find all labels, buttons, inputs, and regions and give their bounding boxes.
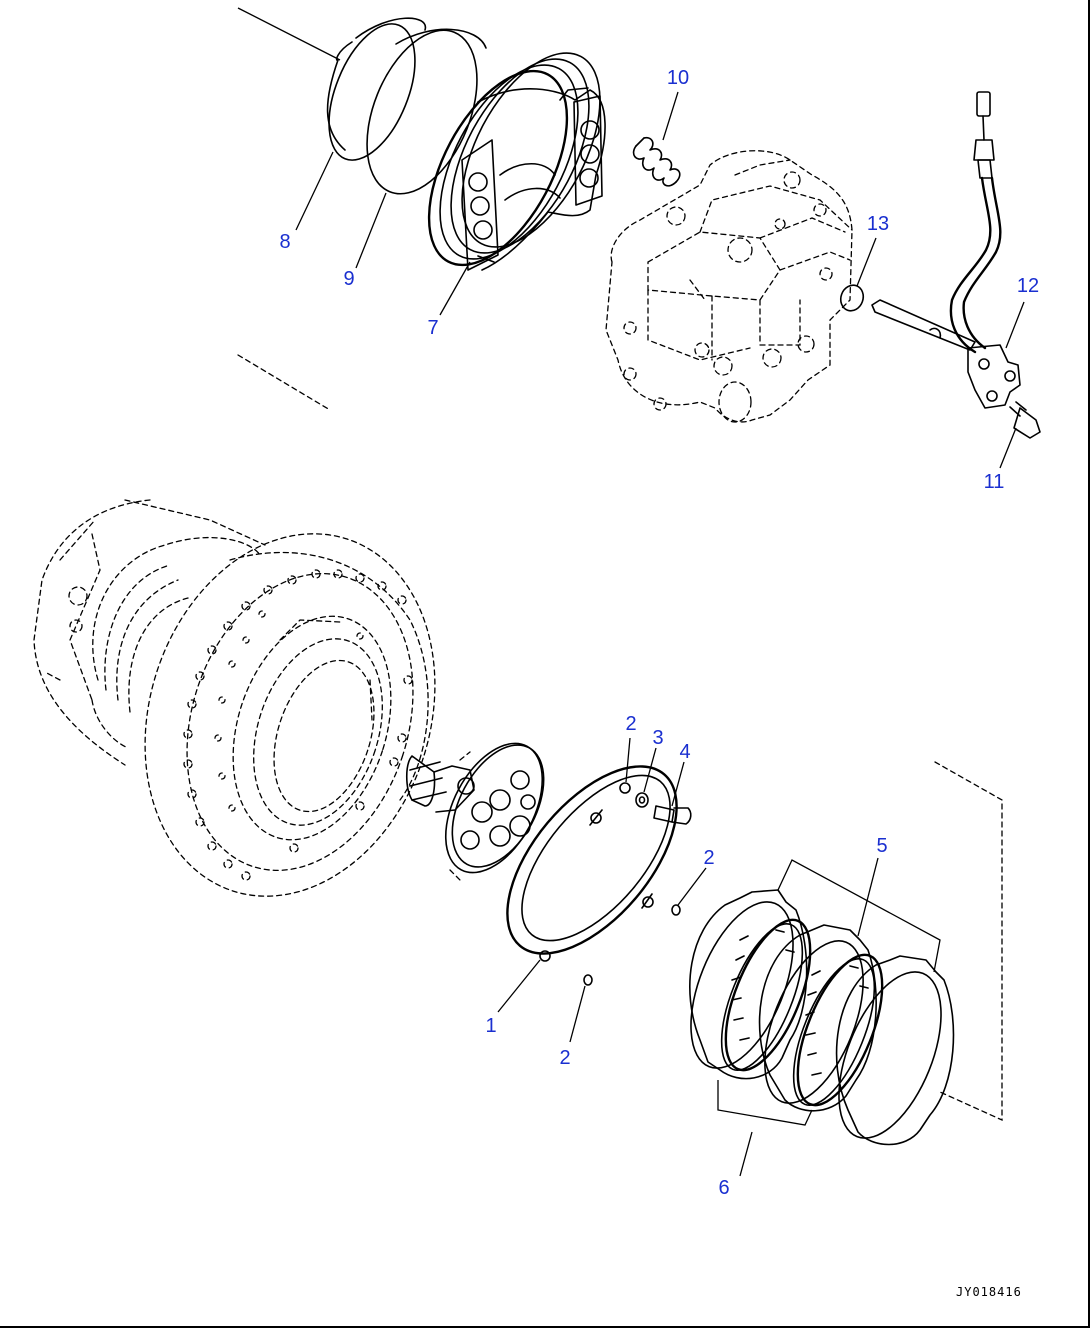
callout-6: 6 <box>718 1177 729 1199</box>
callout-9: 9 <box>343 268 354 290</box>
callout-12: 12 <box>1017 275 1039 297</box>
bolt-part-11 <box>1009 401 1041 439</box>
callout-7: 7 <box>427 317 438 339</box>
bolt-part-4 <box>653 805 692 825</box>
o-ring-part-13 <box>839 284 865 312</box>
planetary-carrier-hub <box>405 742 545 881</box>
callout-10: 10 <box>667 67 689 89</box>
final-drive-case-dashed <box>33 499 436 897</box>
callout-5: 5 <box>876 835 887 857</box>
case-bolt-holes <box>183 569 413 881</box>
top-center-axis <box>237 7 341 411</box>
lock-pin-part-2-lower <box>583 974 593 986</box>
ring-part-9 <box>366 28 487 195</box>
callout-2-right: 2 <box>703 847 714 869</box>
callout-2-lower: 2 <box>559 1047 570 1069</box>
callout-1: 1 <box>485 1015 496 1037</box>
clutch-pack <box>689 761 1003 1146</box>
retainer-plate-part-1 <box>506 765 678 962</box>
brake-piston-part-7 <box>427 52 606 271</box>
speed-sensor-part-12 <box>871 91 1021 409</box>
motor-housing-dashed <box>605 150 853 423</box>
lock-pin-part-2-right <box>671 904 681 916</box>
callout-3: 3 <box>652 727 663 749</box>
washer-part-3 <box>635 792 649 808</box>
callout-4: 4 <box>679 741 690 763</box>
leader-lines <box>295 91 1025 1177</box>
o-ring-part-8 <box>326 17 427 161</box>
callout-labels: 8 9 7 10 13 12 11 2 3 4 2 5 1 2 6 <box>279 67 1039 1199</box>
lock-pin-part-2-upper <box>619 782 631 794</box>
spring-part-10 <box>632 136 681 187</box>
callout-13: 13 <box>867 213 889 235</box>
callout-11: 11 <box>984 471 1005 493</box>
drawing-number: JY018416 <box>956 1285 1022 1299</box>
callout-2-upper: 2 <box>625 713 636 735</box>
callout-8: 8 <box>279 231 290 253</box>
